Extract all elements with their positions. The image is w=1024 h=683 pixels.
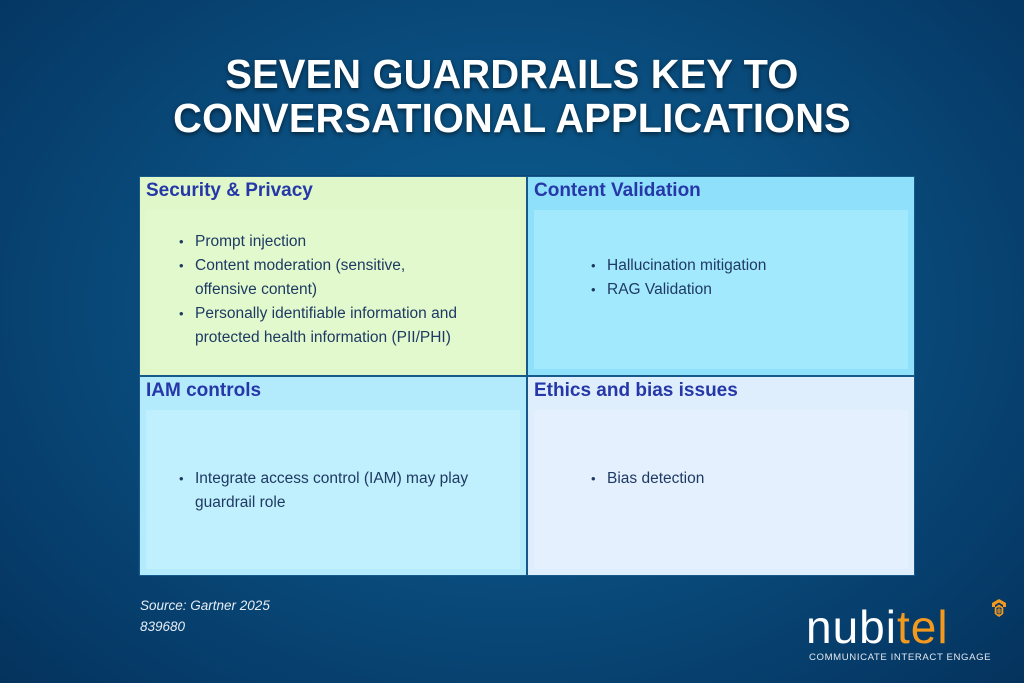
title-line-1: SEVEN GUARDRAILS KEY TO [225, 51, 799, 97]
bullet-list: Bias detection [591, 467, 704, 491]
list-item: Hallucination mitigation [591, 254, 766, 278]
source-line: Source: Gartner 2025 [140, 598, 270, 613]
list-item: Bias detection [591, 467, 704, 491]
nubitel-logo: nubitel COMMUNICATE INTERACT ENGAGE [806, 599, 1016, 674]
list-item: Integrate access control (IAM) may play … [179, 467, 480, 515]
source-id: 839680 [140, 619, 186, 634]
quadrant-heading: Content Validation [534, 180, 701, 201]
source-citation: Source: Gartner 2025 839680 [140, 595, 270, 637]
quadrant-heading: Ethics and bias issues [534, 380, 738, 401]
quadrant-iam-controls: IAM controls Integrate access control (I… [139, 376, 527, 576]
quadrant-body: Bias detection [534, 410, 908, 569]
guardrails-quadrant-grid: Security & Privacy Prompt injection Cont… [138, 175, 915, 576]
quadrant-body: Hallucination mitigation RAG Validation [534, 210, 908, 369]
quadrant-security-privacy: Security & Privacy Prompt injection Cont… [139, 176, 527, 376]
quadrant-body: Prompt injection Content moderation (sen… [146, 210, 520, 369]
bullet-list: Prompt injection Content moderation (sen… [179, 230, 505, 350]
hexagon-badge-icon [992, 599, 1006, 617]
bullet-list: Integrate access control (IAM) may play … [179, 467, 499, 515]
page-title: SEVEN GUARDRAILS KEY TO CONVERSATIONAL A… [15, 52, 1008, 140]
title-line-2: CONVERSATIONAL APPLICATIONS [173, 95, 851, 141]
logo-wordmark: nubitel [806, 604, 949, 650]
logo-wordmark-white: nubi [806, 601, 897, 653]
quadrant-ethics-bias: Ethics and bias issues Bias detection [527, 376, 915, 576]
quadrant-heading: Security & Privacy [146, 180, 313, 201]
logo-tagline: COMMUNICATE INTERACT ENGAGE [809, 652, 992, 663]
bullet-list: Hallucination mitigation RAG Validation [591, 254, 766, 302]
list-item: Prompt injection [179, 230, 505, 254]
quadrant-heading: IAM controls [146, 380, 262, 401]
quadrant-body: Integrate access control (IAM) may play … [146, 410, 520, 569]
logo-wordmark-orange: tel [896, 601, 949, 653]
list-item: RAG Validation [591, 278, 766, 302]
list-item: Personally identifiable information and … [179, 302, 505, 350]
quadrant-content-validation: Content Validation Hallucination mitigat… [527, 176, 915, 376]
list-item: Content moderation (sensitive, offensive… [179, 254, 425, 302]
